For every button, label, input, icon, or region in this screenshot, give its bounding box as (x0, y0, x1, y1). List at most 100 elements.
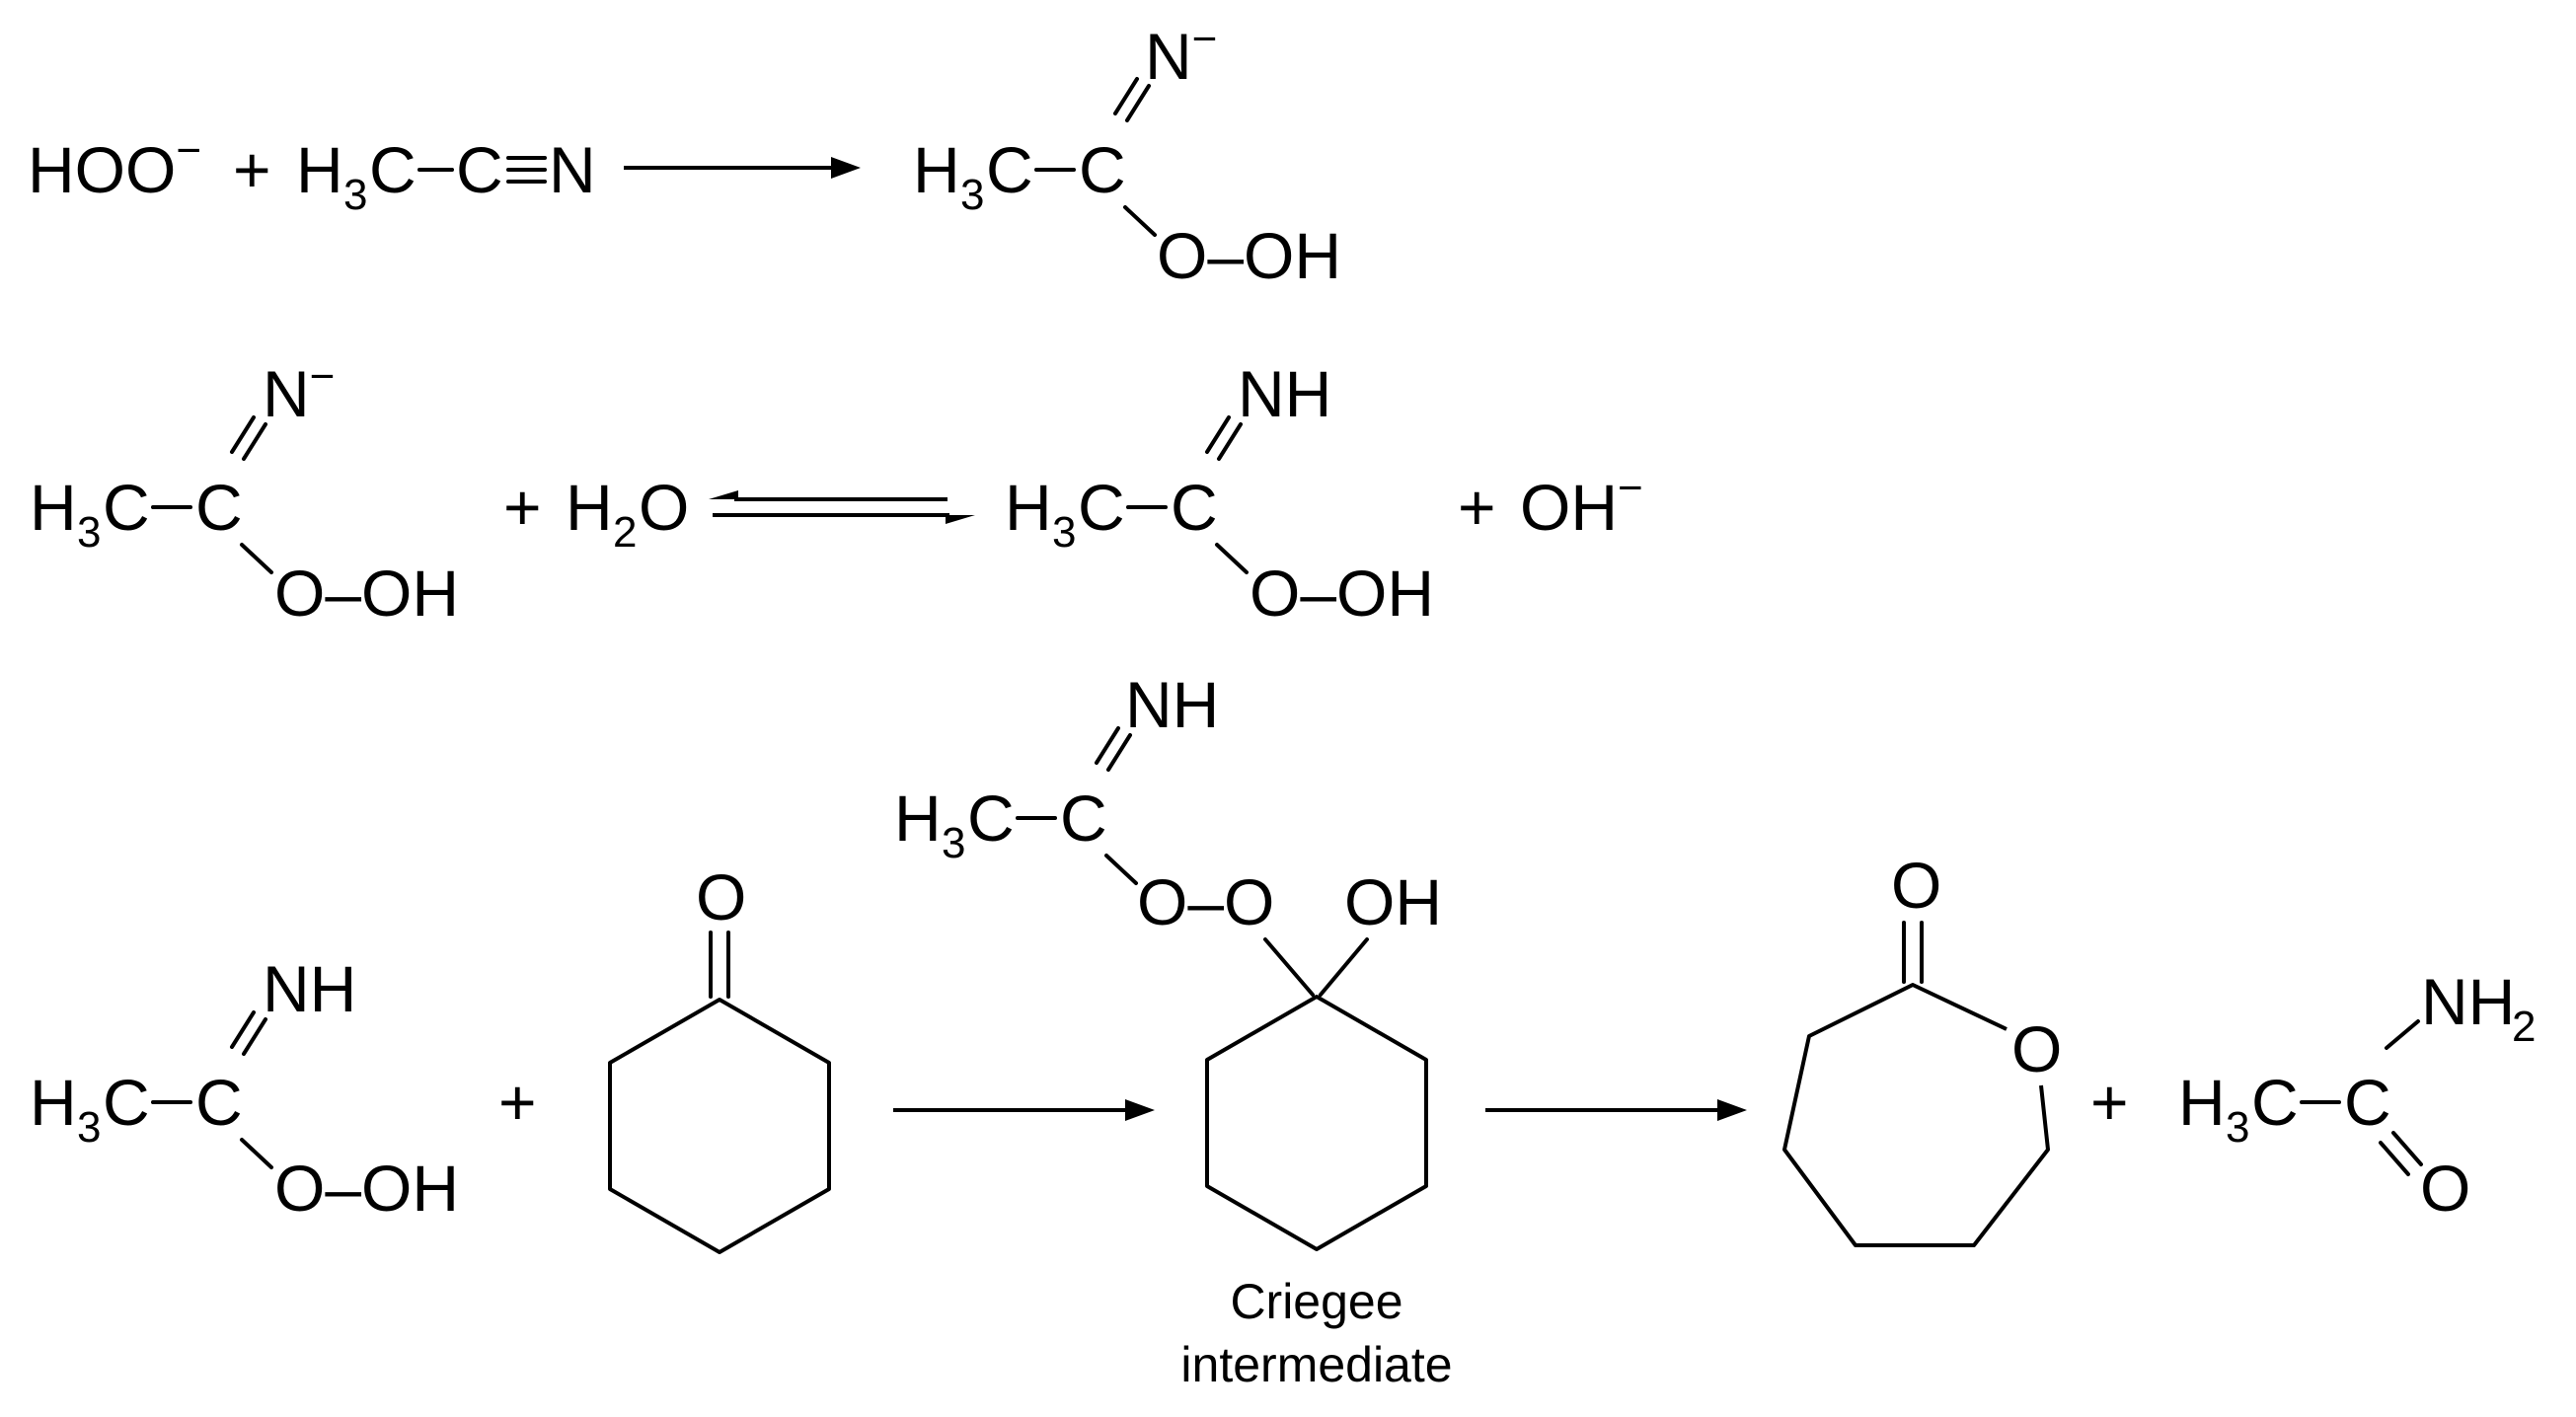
water-o: O (639, 471, 689, 544)
central-c: C (1079, 133, 1126, 206)
amino-group: NH 2 (2421, 965, 2536, 1051)
methyl-subscript: 3 (343, 171, 367, 219)
criegee-caption-line-2: intermediate (1180, 1337, 1452, 1392)
c-o-bond (240, 543, 273, 574)
plus-sign-1: + (233, 133, 271, 206)
peroxyimidic-acid-1: H 3 C C NH O–OH (1005, 357, 1434, 630)
carbonyl-double-bond-b (2391, 1131, 2423, 1166)
peroxy-group: O–OH (274, 1152, 459, 1225)
reaction-arrow-1 (624, 157, 861, 179)
methyl-h: H (894, 782, 942, 855)
acetamide: H 3 C C NH 2 O (2178, 965, 2536, 1225)
carbonyl-o: O (696, 860, 746, 933)
methyl-h: H (1005, 471, 1052, 544)
row-2-equilibrium: H 3 C C N− O–OH + H 2 O H 3 (30, 352, 1643, 630)
methyl-c: C (2251, 1066, 2299, 1139)
hydroxide-anion: OH− (1520, 464, 1643, 544)
methyl-h: H (30, 471, 77, 544)
central-c: C (195, 1066, 243, 1139)
criegee-caption-line-1: Criegee (1230, 1274, 1402, 1329)
oh-c-bond (1319, 937, 1369, 997)
central-c: C (1060, 782, 1107, 855)
plus-sign-4: + (498, 1066, 537, 1139)
plus-sign-2: + (503, 471, 542, 544)
double-bond-b (242, 422, 267, 461)
methyl-c: C (103, 1066, 150, 1139)
peroxide-linkage: O–O (1137, 865, 1274, 938)
hydroxyl-group: OH (1344, 865, 1442, 938)
carbonyl-o: O (2420, 1152, 2470, 1225)
peroxy-group: O–OH (1157, 219, 1341, 292)
amine-nh: NH (2421, 965, 2515, 1038)
reaction-arrow-2 (893, 1099, 1155, 1121)
central-c: C (195, 471, 243, 544)
methyl-h: H (296, 133, 343, 206)
peroxy-group: O–OH (1250, 557, 1434, 630)
c-n-bond (2385, 1019, 2420, 1050)
double-bond-b (1125, 84, 1151, 122)
double-bond-a (1205, 415, 1231, 454)
double-bond-b (242, 1017, 267, 1056)
plus-sign-3: + (1458, 471, 1496, 544)
lactone-ring (1782, 983, 2050, 1247)
double-bond-b (1106, 733, 1132, 772)
plus-sign-5: + (2090, 1066, 2129, 1139)
methyl-h: H (30, 1066, 77, 1139)
methyl-subscript: 3 (942, 819, 965, 867)
o-c-bond (1263, 937, 1315, 997)
imine-nh: NH (263, 952, 356, 1025)
cyclohexane-ring (1205, 995, 1428, 1251)
methyl-c: C (1078, 471, 1125, 544)
central-c: C (2344, 1066, 2391, 1139)
methyl-c: C (103, 471, 150, 544)
equilibrium-arrows (709, 490, 975, 524)
hydroperoxide-anion: HOO− (28, 126, 201, 206)
water: H 2 O (566, 471, 689, 557)
imine-n-anion: N− (1145, 15, 1217, 93)
acetonitrile: H 3 C C N (296, 133, 596, 219)
methyl-h: H (913, 133, 960, 206)
water-h: H (566, 471, 613, 544)
double-bond-b (1217, 422, 1243, 461)
c-o-bond (1123, 205, 1157, 237)
methyl-c: C (967, 782, 1015, 855)
row-1-reaction: HOO− + H 3 C C N H 3 C C (28, 15, 1341, 292)
peroxyimidate-anion-1: H 3 C C N− O–OH (913, 15, 1341, 292)
double-bond-a (1113, 77, 1139, 115)
imine-nh: NH (1238, 357, 1331, 430)
amine-subscript: 2 (2512, 1003, 2536, 1051)
cyclohexane-ring (608, 998, 831, 1254)
methyl-subscript: 3 (77, 1103, 101, 1152)
carbonyl-o: O (1891, 849, 1941, 922)
methyl-subscript: 3 (960, 171, 984, 219)
c-o-bond (1215, 543, 1249, 574)
ring-o: O (2011, 1012, 2062, 1085)
peroxyimidate-anion-2: H 3 C C N− O–OH (30, 352, 459, 630)
methyl-subscript: 3 (77, 508, 101, 557)
c-o-bond (1104, 854, 1138, 885)
methyl-h: H (2178, 1066, 2226, 1139)
double-bond-a (230, 415, 256, 454)
methyl-c: C (369, 133, 417, 206)
caprolactone: O O (1782, 849, 2062, 1247)
reaction-arrow-3 (1485, 1099, 1747, 1121)
imine-nh: NH (1125, 668, 1219, 741)
carbonyl-double-bond-a (2379, 1141, 2410, 1176)
cyclohexanone: O (608, 860, 831, 1254)
nitrile-n: N (549, 133, 596, 206)
imine-n-anion: N− (263, 352, 335, 430)
peroxy-group: O–OH (274, 557, 459, 630)
methyl-subscript: 3 (2226, 1103, 2249, 1152)
criegee-intermediate: H 3 C C NH O–O OH Criegee intermediate (894, 668, 1453, 1392)
double-bond-a (230, 1010, 256, 1049)
double-bond-a (1095, 726, 1120, 765)
central-c: C (1171, 471, 1218, 544)
methyl-subscript: 3 (1052, 508, 1076, 557)
nitrile-c: C (456, 133, 503, 206)
peroxyimidic-acid-2: H 3 C C NH O–OH (30, 952, 459, 1225)
water-subscript: 2 (613, 508, 637, 557)
c-o-bond (240, 1138, 273, 1169)
methyl-c: C (986, 133, 1033, 206)
row-3-baeyer-villiger: H 3 C C NH O–OH + O H 3 C (30, 668, 2536, 1392)
